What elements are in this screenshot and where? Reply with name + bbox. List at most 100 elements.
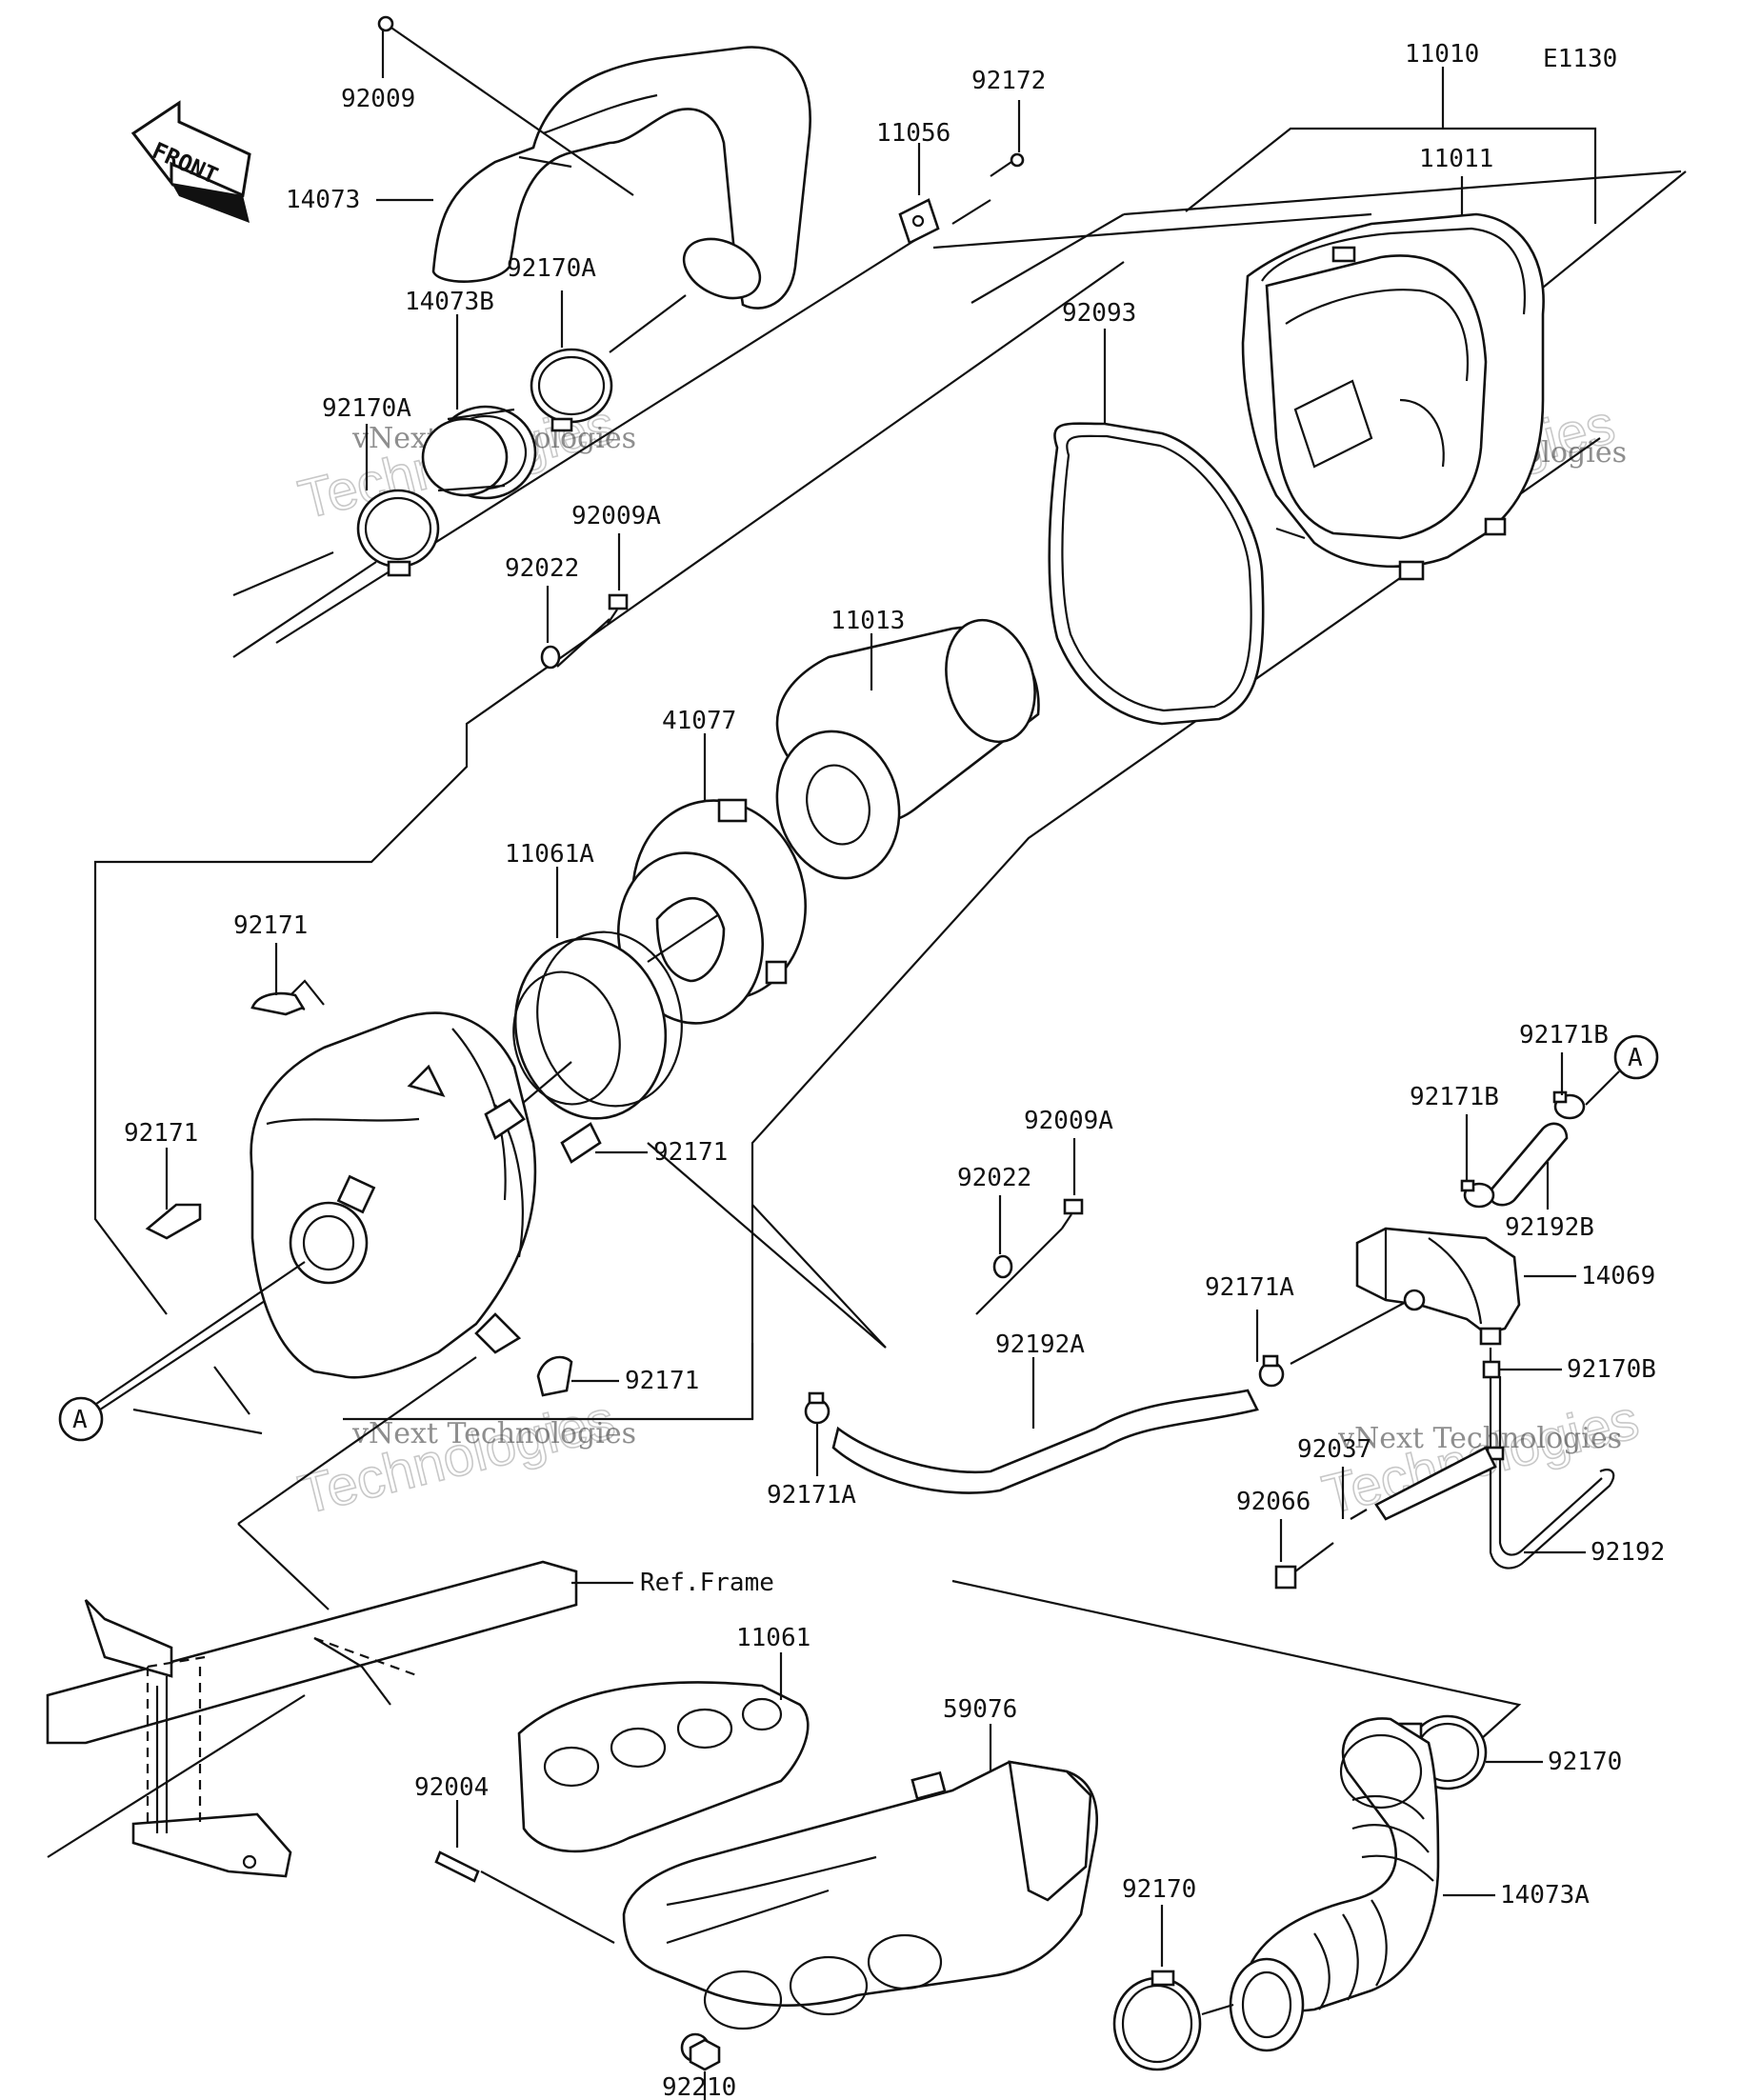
part-14073-label: 14073 bbox=[286, 186, 360, 214]
part-92004-label: 92004 bbox=[414, 1773, 489, 1802]
fitting-92066 bbox=[1274, 1542, 1334, 1590]
part-92170-right-label: 92170 bbox=[1548, 1748, 1622, 1776]
part-92171-a-label: 92171 bbox=[233, 911, 308, 940]
screw-92009A-upper bbox=[607, 593, 629, 625]
gasket-92093 bbox=[1048, 422, 1265, 726]
washer-92022-lower bbox=[992, 1254, 1013, 1279]
part-92172-label: 92172 bbox=[971, 67, 1046, 95]
part-92009A-upper-label: 92009A bbox=[571, 502, 661, 530]
clamp-92171B-top bbox=[1552, 1090, 1586, 1120]
leader-92170A-left-guide bbox=[232, 561, 377, 658]
clip-92171-a bbox=[250, 991, 305, 1016]
air-duct-14073 bbox=[431, 46, 811, 310]
hose-92192B bbox=[1488, 1122, 1569, 1207]
watermark-mid-left: Technologies vNext Technologies bbox=[292, 1388, 636, 1528]
part-92066-label: 92066 bbox=[1236, 1488, 1311, 1516]
leader-92170A-duct bbox=[609, 294, 687, 353]
part-92170-left-label: 92170 bbox=[1122, 1875, 1196, 1904]
leader-11056-case bbox=[932, 212, 1372, 250]
leader-92009 bbox=[385, 23, 634, 196]
ref-marker-a-left: A bbox=[58, 1396, 104, 1442]
part-92093-label: 92093 bbox=[1062, 299, 1136, 328]
leader-92022-lower-guide bbox=[975, 1228, 1063, 1315]
clamp-92171A-right bbox=[1258, 1354, 1285, 1388]
leader-11056-guide bbox=[951, 199, 991, 225]
ref-frame bbox=[46, 1560, 578, 1878]
part-11056-label: 11056 bbox=[876, 119, 951, 148]
fitting-92037 bbox=[1350, 1446, 1497, 1521]
filter-element-11013 bbox=[775, 618, 1040, 880]
air-cleaner-case-11011 bbox=[1241, 212, 1545, 581]
part-92171-c-label: 92171 bbox=[653, 1138, 728, 1167]
nut-92210 bbox=[689, 2038, 721, 2071]
hose-92192A bbox=[831, 1389, 1259, 1494]
resonator-14069 bbox=[1355, 1227, 1521, 1346]
intake-duct-14073A bbox=[1229, 1717, 1440, 2052]
clamp-92170-left bbox=[1112, 1970, 1202, 2071]
part-92171-b-label: 92171 bbox=[124, 1119, 198, 1148]
part-11061A-label: 11061A bbox=[505, 840, 594, 869]
part-11013-label: 11013 bbox=[830, 607, 905, 635]
bracket-11056 bbox=[898, 198, 940, 245]
washer-92022-upper bbox=[540, 645, 561, 670]
part-14069-label: 14069 bbox=[1581, 1262, 1655, 1290]
clamp-92170A-left bbox=[356, 489, 440, 577]
leader-92004-guide bbox=[480, 1870, 615, 1944]
leader-92171A-right-guide bbox=[1290, 1299, 1411, 1365]
leader-92170-left-guide bbox=[1201, 2003, 1234, 2016]
stud-92004 bbox=[434, 1850, 480, 1883]
part-92171A-right-label: 92171A bbox=[1205, 1273, 1294, 1302]
part-92171-d-label: 92171 bbox=[625, 1367, 699, 1395]
watermark-text: vNext Technologies bbox=[351, 1417, 636, 1450]
collar-14073B bbox=[421, 405, 537, 500]
part-92022-upper-label: 92022 bbox=[505, 554, 579, 583]
bolt-92172 bbox=[990, 152, 1025, 177]
part-14073A-label: 14073A bbox=[1500, 1881, 1590, 1910]
clamp-92170B bbox=[1482, 1360, 1501, 1379]
air-cleaner-lower-case bbox=[250, 979, 537, 1379]
clamp-92171B-mid bbox=[1460, 1179, 1495, 1209]
ref-marker-a-right-label: A bbox=[1628, 1044, 1643, 1072]
ref-frame-label: Ref.Frame bbox=[640, 1569, 774, 1597]
ref-marker-a-right: A bbox=[1613, 1034, 1659, 1080]
part-92192A-label: 92192A bbox=[995, 1330, 1085, 1359]
part-92192-label: 92192 bbox=[1591, 1538, 1665, 1567]
gasket-11061 bbox=[517, 1681, 810, 1853]
part-92037-label: 92037 bbox=[1297, 1435, 1371, 1464]
part-11011-label: 11011 bbox=[1419, 145, 1493, 173]
leader-ref-a-left bbox=[80, 1261, 306, 1415]
part-92009A-lower-label: 92009A bbox=[1024, 1107, 1113, 1135]
part-92171B-top-label: 92171B bbox=[1519, 1021, 1609, 1050]
part-41077-label: 41077 bbox=[662, 707, 736, 735]
clip-92171-b bbox=[145, 1203, 202, 1240]
seal-11061A bbox=[512, 930, 683, 1120]
filter-holder-41077 bbox=[616, 798, 807, 1025]
part-92170A-top-label: 92170A bbox=[507, 254, 596, 283]
part-14073B-label: 14073B bbox=[405, 288, 494, 316]
ref-marker-a-left-label: A bbox=[72, 1406, 88, 1434]
part-11010-label: 11010 bbox=[1405, 40, 1479, 69]
watermark-text: Technologies bbox=[292, 1389, 620, 1527]
part-92171B-mid-label: 92171B bbox=[1410, 1083, 1499, 1111]
part-92210-label: 92210 bbox=[662, 2073, 736, 2100]
screw-92009A-lower bbox=[1061, 1198, 1084, 1230]
part-92192B-label: 92192B bbox=[1505, 1213, 1594, 1242]
diagram-code: E1130 bbox=[1543, 45, 1617, 73]
part-59076-label: 59076 bbox=[943, 1695, 1017, 1724]
part-92009-label: 92009 bbox=[341, 85, 415, 113]
bolt-92009 bbox=[377, 15, 394, 32]
clip-92171-d bbox=[536, 1355, 573, 1397]
part-92171A-left-label: 92171A bbox=[767, 1481, 856, 1510]
leader-41077-guide bbox=[647, 913, 720, 963]
clamp-92170A-top bbox=[530, 348, 613, 432]
leader-92009A-upper-guide bbox=[556, 618, 610, 668]
part-92170B-label: 92170B bbox=[1567, 1355, 1656, 1384]
leader-ref-a-right bbox=[1585, 1070, 1620, 1106]
part-92022-lower-label: 92022 bbox=[957, 1164, 1031, 1192]
part-92170A-left-label: 92170A bbox=[322, 394, 411, 423]
part-11061-label: 11061 bbox=[736, 1624, 810, 1652]
front-arrow-icon: FRONT bbox=[130, 100, 251, 223]
clamp-92171A-left bbox=[804, 1391, 830, 1425]
clip-92171-c bbox=[560, 1122, 602, 1164]
